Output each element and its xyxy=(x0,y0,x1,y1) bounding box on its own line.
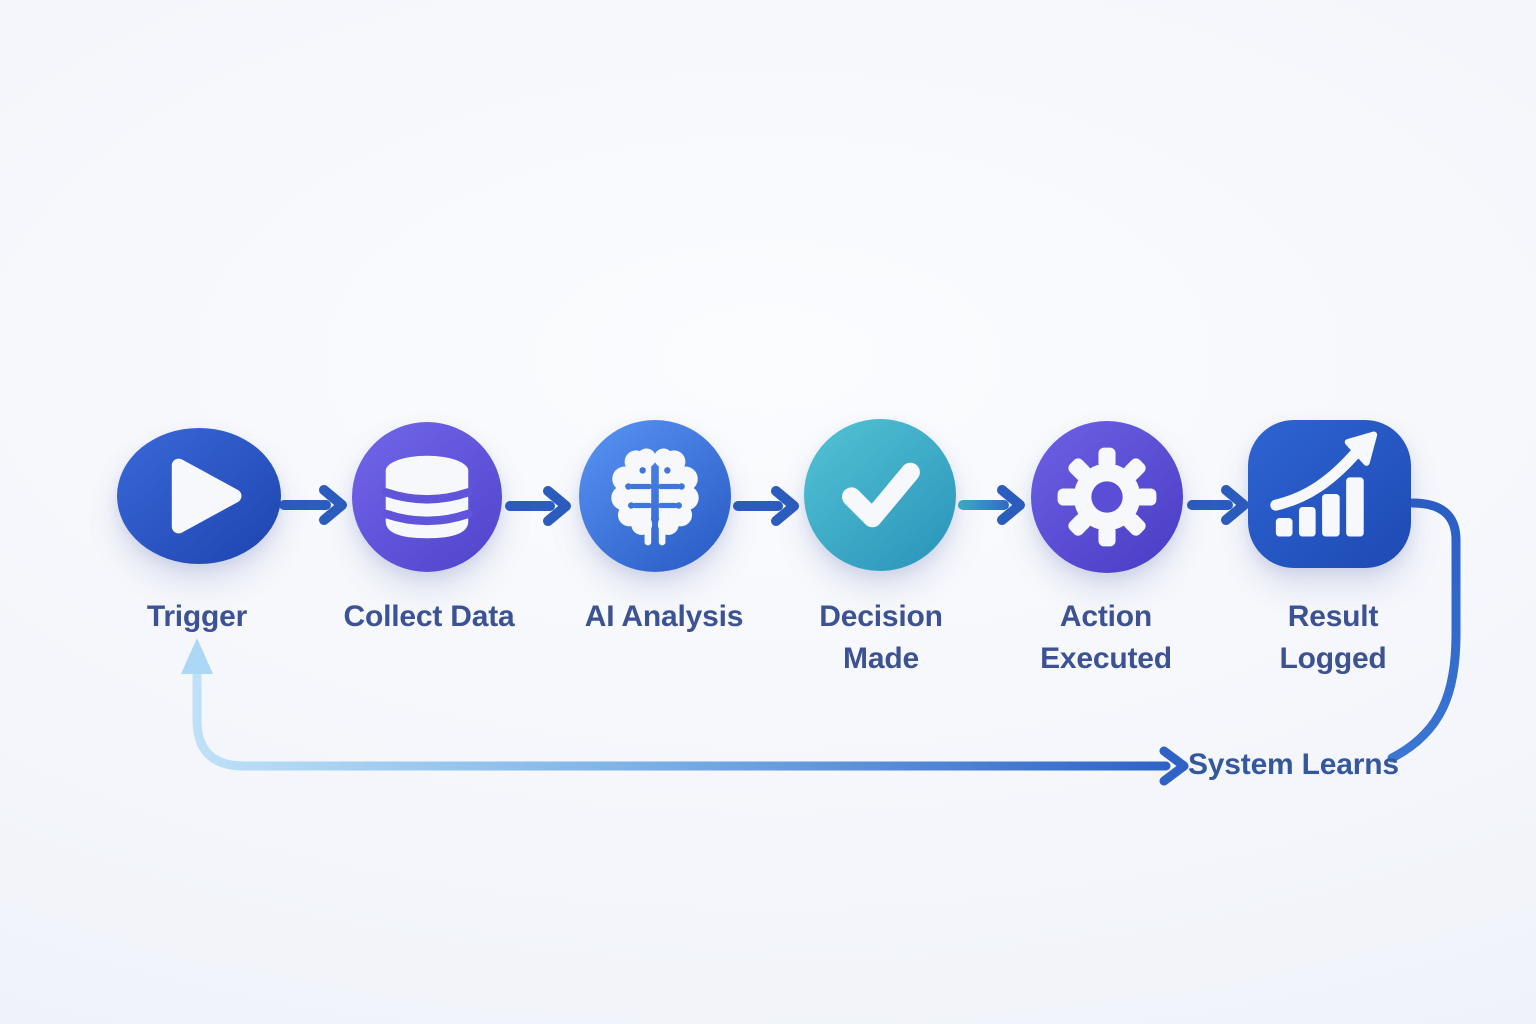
check-icon xyxy=(842,462,920,528)
node-trigger xyxy=(117,428,281,564)
feedback-line xyxy=(192,661,1171,771)
connector-arrow-5 xyxy=(1187,485,1249,525)
step-label-action-executed: Action Executed xyxy=(1040,600,1172,675)
node-ai-analysis xyxy=(579,420,731,572)
node-result-logged xyxy=(1248,420,1411,568)
node-action-executed xyxy=(1031,421,1183,573)
play-icon xyxy=(171,458,242,534)
database-icon xyxy=(381,455,473,539)
step-label-decision-made: Decision Made xyxy=(819,600,943,675)
node-collect-data xyxy=(352,422,502,572)
step-label-collect-data: Collect Data xyxy=(343,600,515,633)
connector-arrow-1 xyxy=(279,485,347,525)
step-label-result-logged: Result Logged xyxy=(1279,600,1387,675)
step-label-ai-analysis: AI Analysis xyxy=(584,600,744,633)
connector-arrow-4 xyxy=(958,485,1025,525)
feedback-right-arrowhead xyxy=(1159,746,1189,786)
step-label-trigger: Trigger xyxy=(146,600,248,633)
chart-growth-icon xyxy=(1270,431,1378,537)
feedback-up-arrowhead xyxy=(181,638,213,674)
brain-icon xyxy=(611,448,699,546)
gear-icon xyxy=(1057,447,1157,547)
connector-arrow-2 xyxy=(505,486,571,526)
connector-arrow-3 xyxy=(733,486,799,526)
feedback-label: System Learns xyxy=(1188,748,1399,781)
node-decision-made xyxy=(804,419,956,571)
